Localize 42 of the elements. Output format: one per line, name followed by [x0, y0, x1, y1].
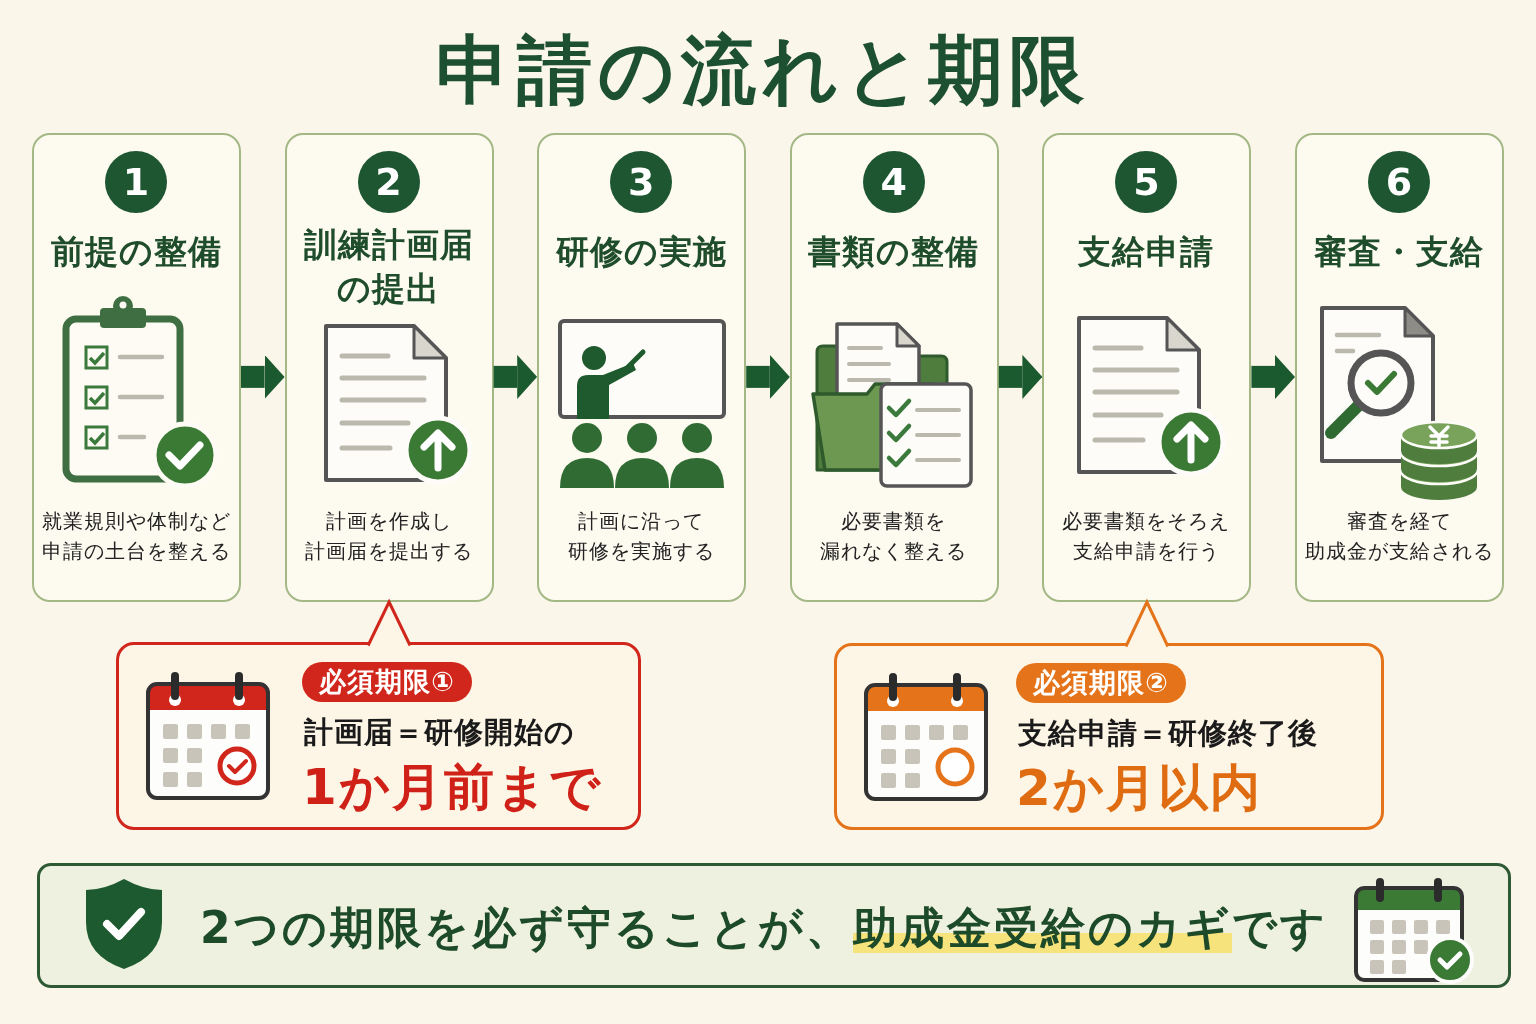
- step-number: 6: [1368, 150, 1430, 213]
- step-description: 計画を作成し計画届を提出する: [304, 508, 473, 565]
- step-box: [284, 133, 494, 602]
- step-heading: 訓練計画届の提出: [303, 223, 474, 310]
- step-description: 必要書類を漏れなく整える: [820, 508, 968, 565]
- deadline-value: 1か月前まで: [302, 757, 602, 817]
- step-box: [1042, 133, 1252, 602]
- step-number: 1: [105, 150, 167, 213]
- step-heading: 審査・支給: [1314, 230, 1484, 273]
- step-box: [1295, 133, 1504, 602]
- step-description: 審査を経て助成金が支給される: [1304, 508, 1494, 565]
- step-description: 計画に沿って研修を実施する: [567, 508, 715, 565]
- arrow: [746, 354, 790, 399]
- step-description: 就業規則や体制など申請の土台を整える: [41, 508, 231, 565]
- deadline-condition: 計画届＝研修開始の: [304, 714, 575, 750]
- callout-pointer: [1124, 598, 1170, 648]
- deadline-condition: 支給申請＝研修終了後: [1018, 715, 1318, 751]
- deadline-callout: [834, 643, 1384, 830]
- step-description: 必要書類をそろえ支給申請を行う: [1062, 508, 1231, 565]
- step-box: [32, 133, 241, 602]
- arrow: [241, 354, 285, 399]
- deadline-badge: 必須期限①: [302, 662, 472, 702]
- step-number: 3: [610, 150, 673, 213]
- step-number: 5: [1115, 150, 1178, 213]
- arrow: [1251, 354, 1295, 399]
- deadline-value: 2か月以内: [1016, 758, 1262, 818]
- deadline-badge: 必須期限②: [1016, 663, 1186, 703]
- step-number: 2: [357, 150, 420, 213]
- step-heading: 書類の整備: [808, 230, 980, 273]
- callout-pointer: [366, 598, 412, 647]
- step-number: 4: [862, 150, 925, 213]
- arrow: [493, 354, 538, 399]
- step-box: [789, 133, 999, 602]
- title: 申請の流れと期限: [436, 25, 1090, 116]
- step-heading: 研修の実施: [555, 230, 727, 273]
- step-heading: 支給申請: [1078, 230, 1215, 273]
- key-message: 2つの期限を必ず守ることが、助成金受給のカギです: [200, 901, 1328, 955]
- step-box: [537, 133, 747, 602]
- step-heading: 前提の整備: [50, 230, 222, 273]
- arrow: [998, 354, 1043, 399]
- key-message-bar: [37, 863, 1511, 988]
- deadline-callout: [116, 642, 641, 830]
